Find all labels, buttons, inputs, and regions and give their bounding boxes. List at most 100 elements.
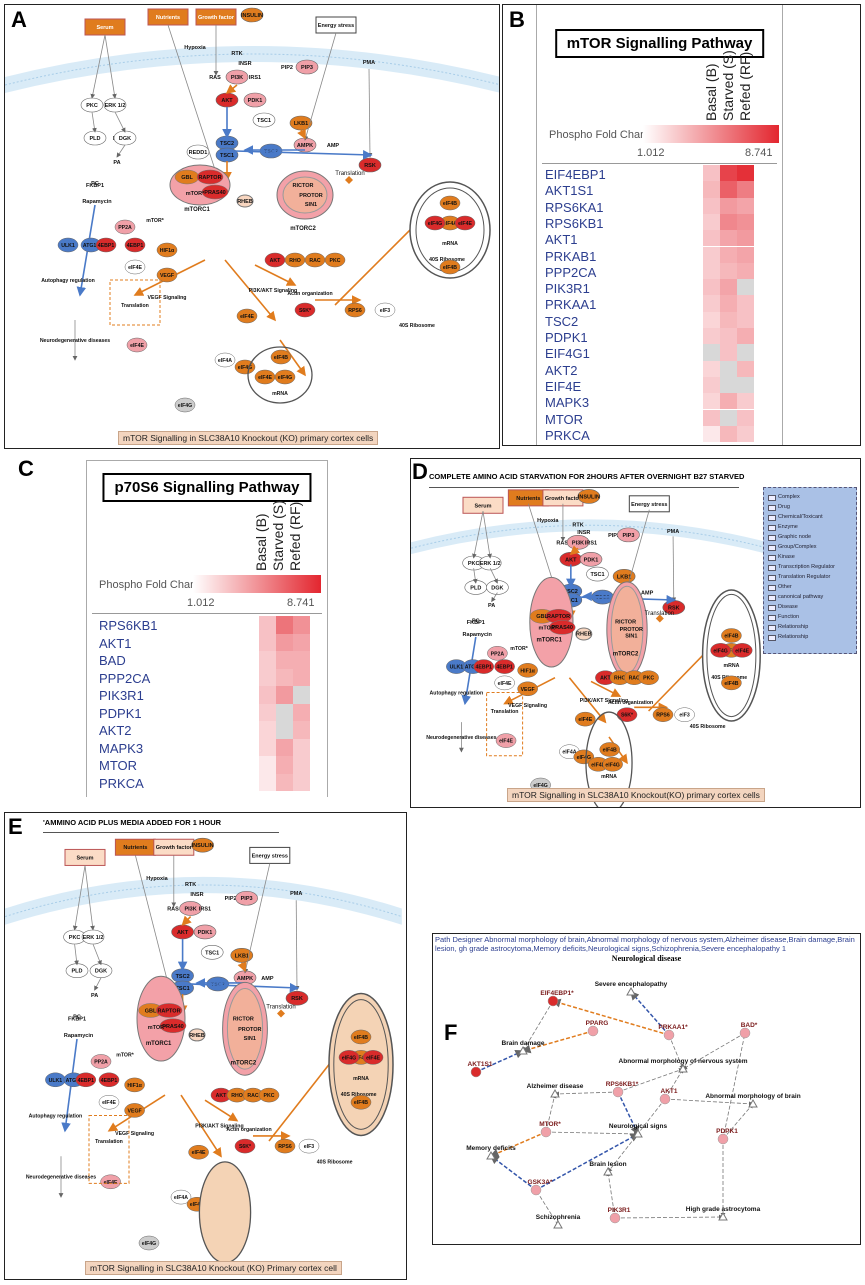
network-node-label: Memory deficits bbox=[466, 1145, 516, 1152]
network-edge bbox=[551, 998, 670, 1036]
network-node-label: Abnormal morphology of brain bbox=[705, 1093, 800, 1100]
pathway-node bbox=[586, 566, 609, 582]
disease-node bbox=[718, 1211, 728, 1221]
node-label: SIN1 bbox=[244, 1036, 256, 1042]
network-edge bbox=[617, 1091, 639, 1136]
pathway-node bbox=[362, 1050, 384, 1065]
node-label: RAS bbox=[167, 906, 179, 912]
node-label: eIF4G bbox=[533, 783, 547, 789]
gene-label: AKT1 bbox=[99, 635, 132, 651]
node-label: eIF4E bbox=[498, 681, 512, 687]
pathway-edge bbox=[254, 264, 297, 286]
pathway-node bbox=[602, 757, 623, 772]
heatmap-cell bbox=[703, 360, 720, 377]
pathway-edge bbox=[84, 865, 95, 931]
node-label: 4EBP1 bbox=[476, 665, 493, 671]
network-edge bbox=[722, 1103, 754, 1140]
heatmap-cell bbox=[293, 738, 310, 756]
heatmap-cell bbox=[276, 668, 293, 686]
legend-item: Relationship bbox=[768, 622, 835, 632]
node-label: Actin organization bbox=[287, 291, 332, 297]
disease-node bbox=[678, 1063, 688, 1073]
pathway-box bbox=[249, 846, 291, 864]
node-label: mTORC1 bbox=[146, 1041, 172, 1047]
network-node-label: Schizophrenia bbox=[536, 1214, 581, 1221]
gene-label: AKT2 bbox=[545, 362, 578, 378]
node-label: eIF4B bbox=[354, 1100, 368, 1106]
node-label: RAC bbox=[247, 1093, 258, 1099]
node-label: eIF4E bbox=[102, 1100, 116, 1106]
translation-icon bbox=[655, 614, 664, 623]
node-label: eIF3 bbox=[679, 713, 689, 719]
pathway-edge bbox=[671, 536, 677, 603]
pathway-node bbox=[200, 945, 224, 960]
node-label: RICTOR bbox=[233, 1017, 254, 1023]
heatmap-cell bbox=[720, 344, 737, 361]
node-label: PC bbox=[73, 1015, 81, 1021]
heatmap-cell bbox=[703, 295, 720, 312]
node-label: AKT bbox=[177, 930, 189, 936]
column-header-starved: Starved (S) bbox=[720, 50, 736, 121]
pathway-edge bbox=[472, 568, 478, 584]
gene-label: RPS6KB1 bbox=[545, 215, 604, 231]
color-scale-bar bbox=[643, 125, 779, 143]
pathway-edge bbox=[367, 68, 373, 158]
network-edge bbox=[535, 1189, 559, 1226]
gene-label: PPP2CA bbox=[99, 670, 151, 686]
node-label: mRNA bbox=[272, 391, 288, 397]
node-label: Growth factor bbox=[198, 15, 235, 21]
node-label: 4EBP1 bbox=[127, 243, 144, 249]
node-label: eIF4E bbox=[591, 762, 605, 768]
heatmap-cell bbox=[737, 213, 754, 231]
gene-node bbox=[612, 1086, 624, 1098]
node-label: Serum bbox=[474, 503, 491, 509]
gene-node bbox=[470, 1066, 482, 1078]
heatmap-cell bbox=[276, 738, 293, 756]
pathway-node bbox=[179, 901, 202, 916]
node-label: PRAS40 bbox=[204, 190, 225, 196]
node-label: eIF4A bbox=[443, 221, 457, 227]
panel-label-f: F bbox=[444, 1020, 458, 1045]
legend-item: Drug bbox=[768, 502, 835, 512]
node-label: RTK bbox=[185, 882, 196, 888]
heatmap-cell bbox=[737, 197, 754, 214]
pathway-edge bbox=[116, 144, 126, 158]
node-label: RSK bbox=[668, 605, 680, 611]
legend-item: Graphic node bbox=[768, 532, 835, 542]
node-label: RPS6 bbox=[278, 1144, 292, 1150]
mtorc2-inner bbox=[226, 987, 264, 1070]
node-label: RTK bbox=[231, 51, 242, 57]
disease-node bbox=[518, 1045, 528, 1055]
membrane-line bbox=[5, 884, 402, 918]
network-node-label: Brain lesion bbox=[589, 1161, 626, 1168]
node-label: AKT bbox=[565, 557, 577, 563]
gene-node bbox=[530, 1184, 542, 1196]
heatmap-cell bbox=[737, 279, 754, 296]
heatmap-cell bbox=[720, 295, 737, 312]
node-label: eIF4B bbox=[724, 681, 738, 687]
cell-membrane bbox=[5, 876, 402, 925]
node-label: Autophagy regulation bbox=[430, 691, 484, 697]
network-edge bbox=[606, 1171, 616, 1219]
node-label: TSC1 bbox=[220, 153, 234, 159]
pathway-node bbox=[574, 711, 596, 727]
node-label: 40S Ribosome bbox=[317, 1159, 353, 1165]
pathway-edge bbox=[204, 1099, 239, 1122]
heatmap-cell bbox=[259, 633, 276, 651]
pathway-edge bbox=[237, 961, 247, 973]
node-label: Neurodegenerative diseases bbox=[40, 338, 110, 344]
node-label: PKC bbox=[468, 561, 480, 567]
pathway-node bbox=[235, 890, 258, 906]
gene-node bbox=[609, 1212, 621, 1224]
node-label: RHO bbox=[231, 1093, 243, 1099]
node-label: FKBP1 bbox=[68, 1017, 86, 1023]
node-label: TSC1 bbox=[205, 950, 219, 956]
node-label: eIF4E bbox=[104, 1180, 118, 1186]
node-label: RAPTOR bbox=[198, 175, 221, 181]
node-label: INSR bbox=[577, 530, 590, 536]
network-node-label: PDPK1 bbox=[716, 1128, 738, 1135]
